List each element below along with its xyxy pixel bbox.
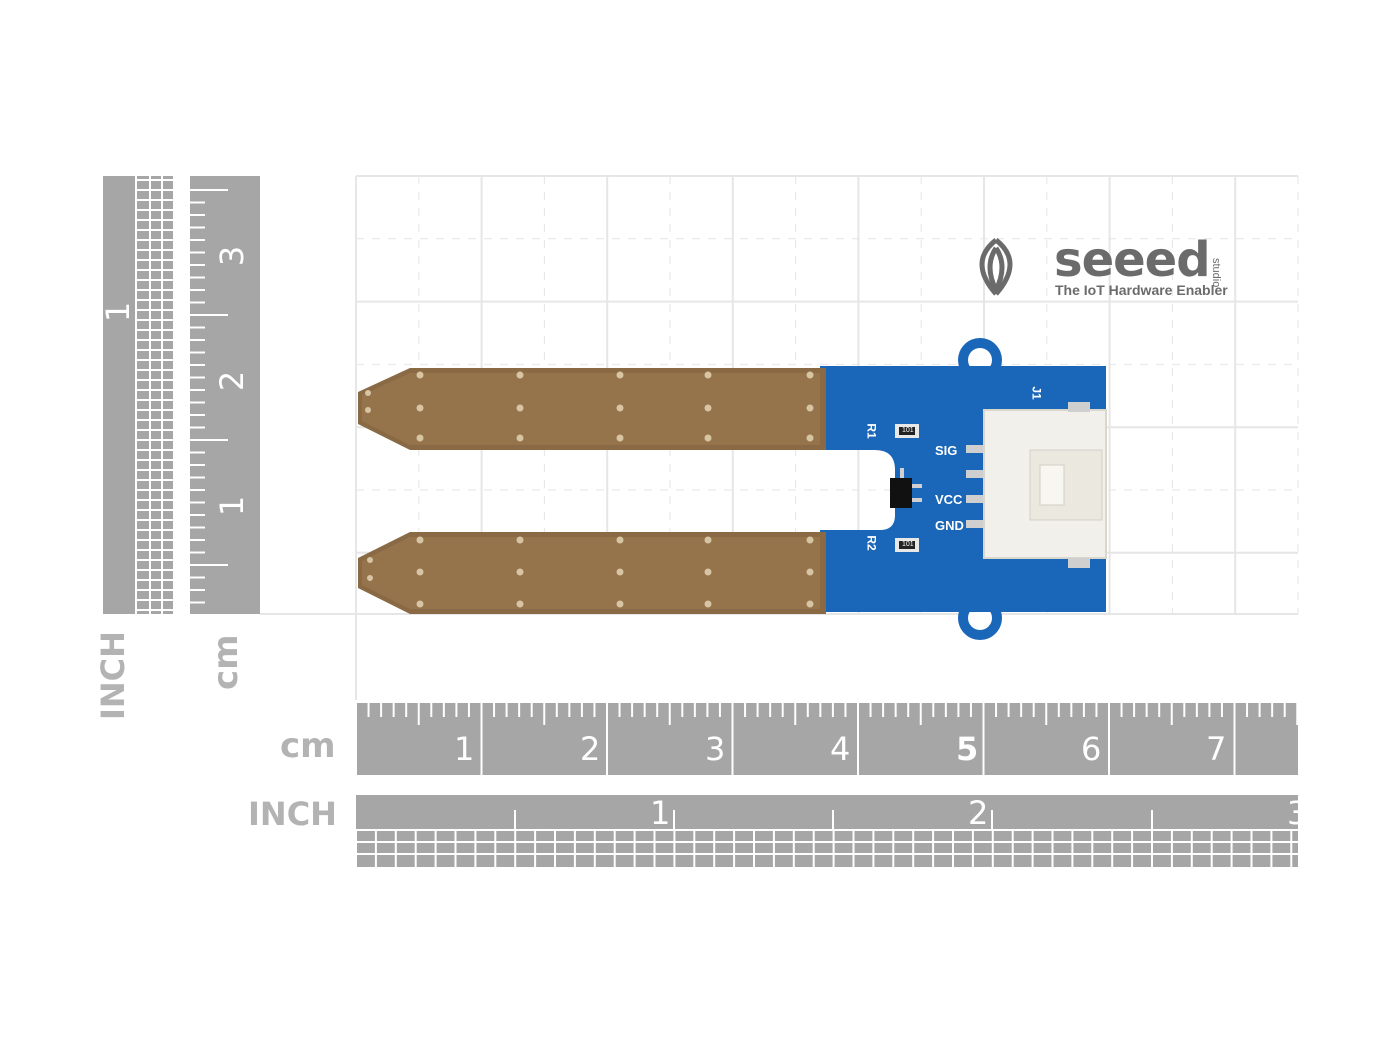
inch-number-3: 3 xyxy=(1287,797,1298,829)
left-cm-number-3: 3 xyxy=(213,245,252,267)
silk-j1: J1 xyxy=(1029,386,1044,400)
silk-r1: R1 xyxy=(864,423,879,439)
cm-number-2: 2 xyxy=(580,730,601,768)
cm-number-7: 7 xyxy=(1206,730,1227,768)
left-inch-number-1: 1 xyxy=(99,301,138,323)
left-inch-label: INCH xyxy=(94,631,132,720)
inch-number-2: 2 xyxy=(968,794,989,832)
resistor-2-code: 101 xyxy=(902,541,914,548)
silk-q2: Q2 xyxy=(865,480,880,498)
cm-number-5: 5 xyxy=(956,730,979,768)
cm-number-4: 4 xyxy=(830,730,851,768)
logo-tagline: The IoT Hardware Enabler xyxy=(1055,282,1228,298)
logo-wordmark: seeed xyxy=(1054,232,1211,288)
cm-number-1: 1 xyxy=(454,730,475,768)
left-cm-ruler xyxy=(190,176,260,614)
cm-number-6: 6 xyxy=(1081,730,1102,768)
pin-vcc-label: VCC xyxy=(935,492,963,507)
cm-number-3: 3 xyxy=(705,730,726,768)
inch-number-1: 1 xyxy=(650,794,671,832)
bottom-inch-label: INCH xyxy=(248,795,337,833)
resistor-1-code: 101 xyxy=(902,427,914,434)
left-cm-label: cm xyxy=(206,634,246,690)
pin-gnd-label: GND xyxy=(935,518,964,533)
silk-r2: R2 xyxy=(864,535,879,551)
left-cm-number-2: 2 xyxy=(213,370,252,392)
moisture-sensor-board xyxy=(358,338,1107,640)
bottom-cm-ruler xyxy=(356,703,1298,775)
bottom-cm-label: cm xyxy=(280,726,336,766)
seeed-logo-mark xyxy=(979,238,1013,296)
left-cm-number-1: 1 xyxy=(213,495,252,517)
pin-sig-label: SIG xyxy=(935,443,958,458)
